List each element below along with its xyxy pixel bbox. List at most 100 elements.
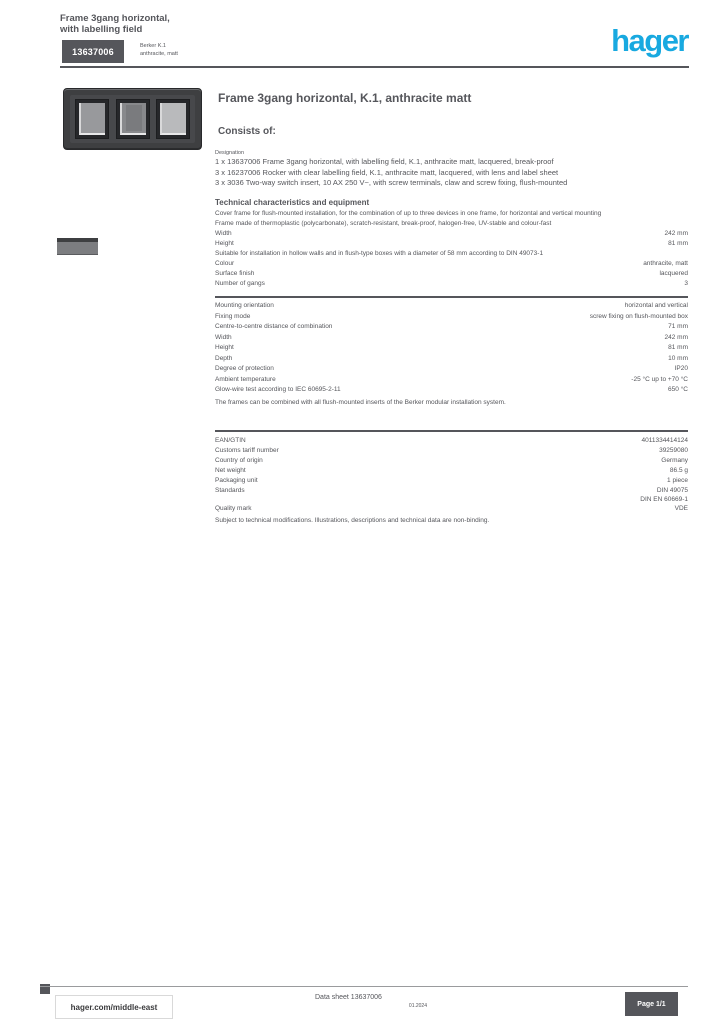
spec-row: Quality mark VDE (215, 504, 688, 514)
spec-row: EAN/GTIN 4011334414124 (215, 436, 688, 446)
spec-value: 86.5 g (669, 467, 688, 474)
spec-label: Surface finish (215, 270, 255, 277)
section-divider-1 (215, 296, 688, 298)
website-link[interactable]: hager.com/middle-east (70, 1002, 158, 1012)
list-item: 1 x 13637006 Frame 3gang horizontal, wit… (215, 157, 554, 166)
frame-window-3 (156, 99, 190, 139)
product-family-line2: anthracite, matt (140, 50, 178, 57)
spec-value: 1 piece (667, 477, 688, 484)
footer-doc-version: 01.2024 (408, 1003, 427, 1009)
spec-row: Suitable for installation in hollow wall… (215, 249, 688, 259)
spec-section-2: Mounting orientation horizontal and verti… (215, 301, 688, 408)
product-photo (63, 88, 202, 150)
spec-section-3-note: Subject to technical modifications. Illu… (215, 517, 490, 524)
consists-item-list: 1 x 13637006 Frame 3gang horizontal, wit… (215, 157, 682, 189)
product-family-line1: Berker K.1 (140, 43, 166, 49)
frame-window-1 (75, 99, 109, 139)
spec-row: Ambient temperature-25 °C up to +70 °C (215, 375, 688, 386)
spec-label: Width (215, 230, 232, 237)
frame-pane-1 (79, 103, 105, 135)
spec-label: Standards (215, 487, 245, 494)
spec-label: Net weight (215, 467, 246, 474)
spec-label: Frame made of thermoplastic (polycarbona… (215, 220, 552, 227)
spec-value: lacquered (659, 270, 688, 277)
spec-row: Surface finish lacquered (215, 269, 688, 279)
spec-label: Height (215, 344, 234, 351)
spec-value: anthracite, matt (643, 260, 688, 267)
hager-logo: hager (584, 22, 689, 60)
spec-value: 242 mm (664, 333, 688, 341)
header-divider (60, 66, 689, 68)
document-title: Frame 3gang horizontal, with labelling f… (60, 13, 170, 35)
spec-row: Number of gangs 3 (215, 279, 688, 289)
spec-value: IP20 (674, 365, 688, 372)
spec-section-1: Technical characteristics and equipment … (215, 198, 688, 289)
document-title-line1: Frame 3gang horizontal, (60, 13, 170, 24)
footer-corner-mark (40, 984, 50, 994)
footer-divider (40, 986, 688, 987)
spec-value: horizontal and vertical (624, 302, 688, 309)
spec-label: Quality mark (215, 505, 252, 512)
spec-row: Centre-to-centre distance of combination… (215, 322, 688, 333)
spec-value: VDE (674, 505, 688, 512)
spec-value: 71 mm (668, 323, 688, 330)
spec-value: -25 °C up to +70 °C (631, 375, 688, 383)
spec-label: EAN/GTIN (215, 437, 246, 444)
footer-doc-label: Data sheet 13637006 01.2024 (315, 993, 427, 1011)
spec-label: Width (215, 333, 232, 341)
consists-of-label: Consists of: (218, 126, 276, 137)
page-number-box: Page 1/1 (625, 992, 678, 1016)
spec-label: Number of gangs (215, 280, 265, 287)
spec-label: Cover frame for flush-mounted installati… (215, 210, 602, 217)
spec-label: Customs tariff number (215, 447, 279, 454)
spec-label: Glow-wire test according to IEC 60695-2-… (215, 386, 341, 393)
spec-row: Mounting orientation horizontal and verti… (215, 301, 688, 312)
spec-section-1-title: Technical characteristics and equipment (215, 198, 370, 207)
spec-label: Colour (215, 260, 235, 267)
frame-pane-3 (160, 103, 186, 135)
spec-label: Depth (215, 354, 233, 362)
frame-window-2 (115, 99, 150, 139)
spec-value: 10 mm (668, 354, 688, 362)
spec-label: Height (215, 240, 234, 247)
spec-row: Colour anthracite, matt (215, 259, 688, 269)
page-number-text: Page 1/1 (637, 1000, 666, 1008)
spec-section-2-note: The frames can be combined with all flus… (215, 398, 506, 406)
spec-value: Germany (661, 457, 688, 464)
spec-value: 4011334414124 (641, 437, 688, 444)
spec-label: Suitable for installation in hollow wall… (215, 250, 544, 257)
document-title-line2: with labelling field (60, 24, 143, 35)
spec-section-2-rows: Mounting orientation horizontal and verti… (215, 301, 688, 396)
spec-row: Width 242 mm (215, 333, 688, 344)
product-heading: Frame 3gang horizontal, K.1, anthracite … (218, 91, 472, 105)
spec-label: Centre-to-centre distance of combination (215, 323, 333, 330)
list-item: 3 x 16237006 Rocker with clear labelling… (215, 167, 559, 177)
website-box: hager.com/middle-east (55, 995, 173, 1019)
reference-number: 13637006 (72, 46, 114, 57)
section-divider-2 (215, 430, 688, 432)
spec-row: Glow-wire test according to IEC 60695-2-… (215, 385, 688, 396)
spec-row: Net weight 86.5 g (215, 466, 688, 476)
list-item: 3 x 3036 Two-way switch insert, 10 AX 25… (215, 178, 568, 187)
spec-row: Cover frame for flush-mounted installati… (215, 209, 688, 219)
spec-label: Country of origin (215, 457, 263, 464)
spec-label: Mounting orientation (215, 302, 274, 309)
product-family-info: Berker K.1 anthracite, matt (140, 43, 178, 58)
spec-value: 650 °C (668, 386, 688, 393)
consists-table-header: Designation (215, 150, 245, 156)
spec-value: 3 (684, 280, 688, 287)
spec-row: Depth 10 mm (215, 354, 688, 365)
frame-body (70, 95, 195, 143)
spec-value: 81 mm (668, 240, 688, 247)
related-product-thumbnail (57, 238, 98, 255)
spec-section-1-rows: Cover frame for flush-mounted installati… (215, 209, 688, 289)
